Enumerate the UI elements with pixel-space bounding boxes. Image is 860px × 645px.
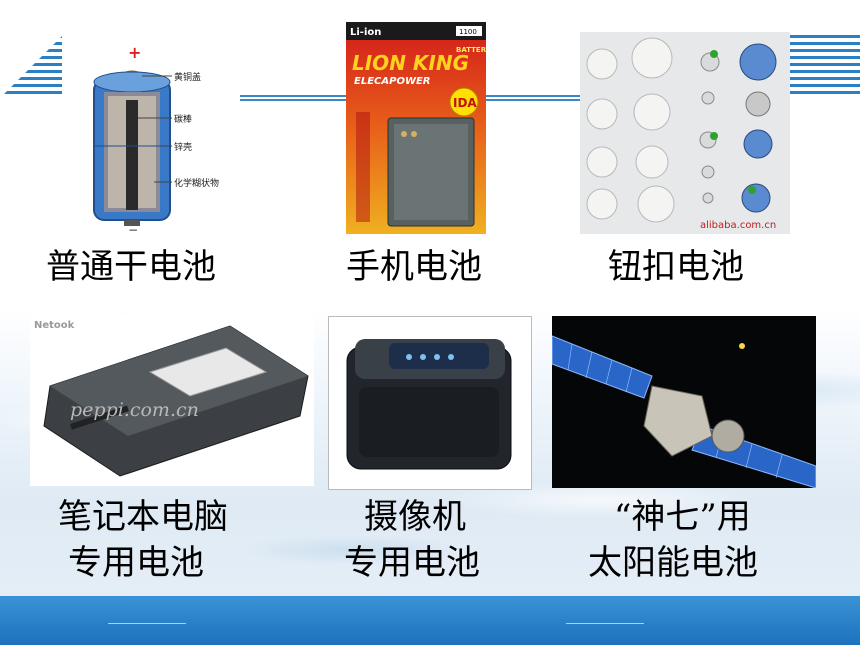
netook-logo: Netook [34,320,75,331]
footer-line-right [566,623,644,624]
alibaba-watermark: alibaba.com.cn [700,220,776,231]
satellite-image [552,316,816,488]
label-carbon-rod: 碳棒 [174,113,192,125]
dry-cell-image: + − 黄铜盖 碳棒 锌壳 化学糊状物 [62,28,240,234]
caption-shenqi-line2: 太阳能电池 [588,543,758,583]
header-stripe-cut [0,35,68,97]
minus-terminal-label: − [128,223,138,234]
li-ion-label: Li-ion [350,27,381,38]
caption-phone-battery: 手机电池 [346,247,482,287]
button-cells-image: alibaba.com.cn [580,32,790,234]
camcorder-battery-image [328,316,532,490]
caption-laptop-line2: 专用电池 [68,543,204,583]
caption-laptop-line1: 笔记本电脑 [58,497,228,537]
footer-line-left [108,623,186,624]
label-zinc-shell: 锌壳 [174,141,192,153]
plus-terminal-label: + [128,43,141,62]
laptop-battery-image: Netook peppi.com.cn [30,316,314,486]
caption-button-cell: 钮扣电池 [608,247,744,287]
caption-camcorder-line1: 摄像机 [364,497,466,537]
brand-label: LION KING [352,51,469,75]
caption-shenqi-line1: “神七”用 [614,497,751,537]
capacity-label: 1100 [459,28,477,36]
phone-battery-image: Li-ion 1100 BATTERY LION KING ELECAPOWER… [346,22,486,234]
subbrand-label: ELECAPOWER [354,76,431,87]
caption-camcorder-line2: 专用电池 [344,543,480,583]
badge-label: IDA [453,96,477,110]
label-brass-cap: 黄铜盖 [174,71,201,83]
battery-word: BATTERY [456,46,486,54]
footer-bar [0,596,860,645]
peppi-watermark: peppi.com.cn [70,399,199,421]
caption-dry-cell: 普通干电池 [46,247,216,287]
label-paste: 化学糊状物 [174,177,219,189]
